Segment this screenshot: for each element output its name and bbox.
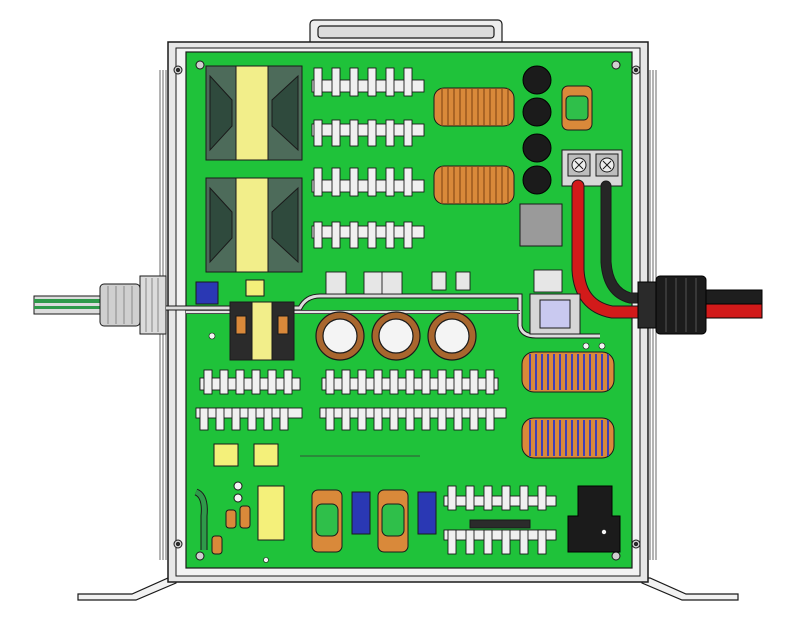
small-transformer bbox=[229, 301, 295, 361]
heatsink-row-mid-right-upper bbox=[321, 369, 499, 395]
gland-left-icon bbox=[99, 275, 167, 335]
small-capacitors-bottom bbox=[211, 481, 251, 555]
yellow-film-capacitor bbox=[257, 485, 285, 541]
heatsink-row-mid-left-upper bbox=[199, 369, 301, 395]
small-green-inductor bbox=[561, 85, 593, 131]
solder-points bbox=[208, 332, 607, 563]
heatsink-row-bottom-lower bbox=[443, 529, 557, 555]
yellow-pad-left bbox=[245, 279, 265, 297]
heatsink-row-3 bbox=[311, 167, 425, 197]
small-ics-row bbox=[325, 269, 563, 295]
transformer-1 bbox=[205, 65, 303, 161]
bottom-left-wires bbox=[194, 488, 208, 550]
heatsink-row-bottom-upper bbox=[443, 485, 557, 511]
blue-capacitor-left bbox=[195, 281, 219, 305]
right-external-cables bbox=[705, 289, 763, 319]
black-connector bbox=[567, 485, 621, 553]
gray-component bbox=[519, 203, 563, 247]
choke-2 bbox=[377, 489, 409, 553]
relay-block bbox=[529, 293, 581, 335]
heatsink-row-4 bbox=[311, 221, 425, 249]
black-capacitors bbox=[522, 65, 552, 195]
terminal-block-icon bbox=[561, 149, 623, 187]
transformer-2 bbox=[205, 177, 303, 273]
gland-right-icon bbox=[637, 275, 707, 335]
left-external-cable bbox=[33, 295, 101, 315]
blue-coil-1 bbox=[521, 351, 615, 393]
heatsink-row-mid-left-lower bbox=[195, 407, 303, 431]
copper-coil-top-1 bbox=[433, 87, 515, 127]
blue-coil-2 bbox=[521, 417, 615, 459]
top-handle bbox=[309, 19, 503, 47]
mounting-screw-icon bbox=[173, 60, 641, 561]
heatsink-row-mid-right-lower bbox=[319, 407, 507, 431]
large-capacitors bbox=[315, 311, 477, 361]
bridge-rectifier bbox=[469, 519, 531, 529]
mounting-foot-left bbox=[77, 577, 177, 601]
copper-coil-top-2 bbox=[433, 165, 515, 205]
choke-1 bbox=[311, 489, 343, 553]
output-cables bbox=[571, 179, 667, 319]
blue-x-capacitor-2 bbox=[417, 491, 437, 535]
heatsink-row-2 bbox=[311, 119, 425, 147]
mounting-foot-right bbox=[641, 577, 739, 601]
heatsink-row-1 bbox=[311, 67, 425, 97]
yellow-pad-2 bbox=[253, 443, 279, 467]
yellow-pad-1 bbox=[213, 443, 239, 467]
blue-x-capacitor-1 bbox=[351, 491, 371, 535]
